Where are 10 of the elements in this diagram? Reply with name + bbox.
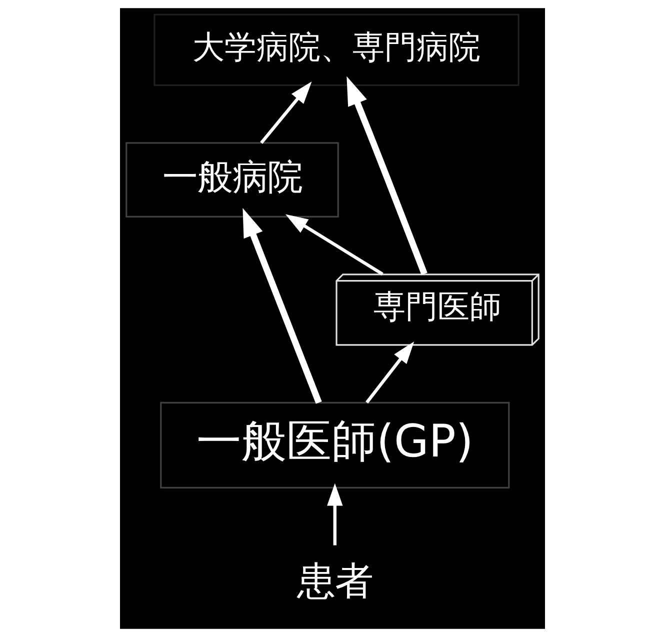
arrow [346, 76, 428, 275]
arrow [285, 214, 384, 276]
arrow [327, 483, 343, 546]
node-box: 一般病院 [126, 142, 339, 218]
arrow [260, 82, 312, 144]
node-box: 一般医師(GP) [160, 402, 510, 488]
arrow [366, 341, 414, 404]
node-text: 患者 [296, 558, 373, 604]
arrow [242, 208, 322, 404]
node-box: 大学病院、専門病院 [154, 14, 520, 86]
